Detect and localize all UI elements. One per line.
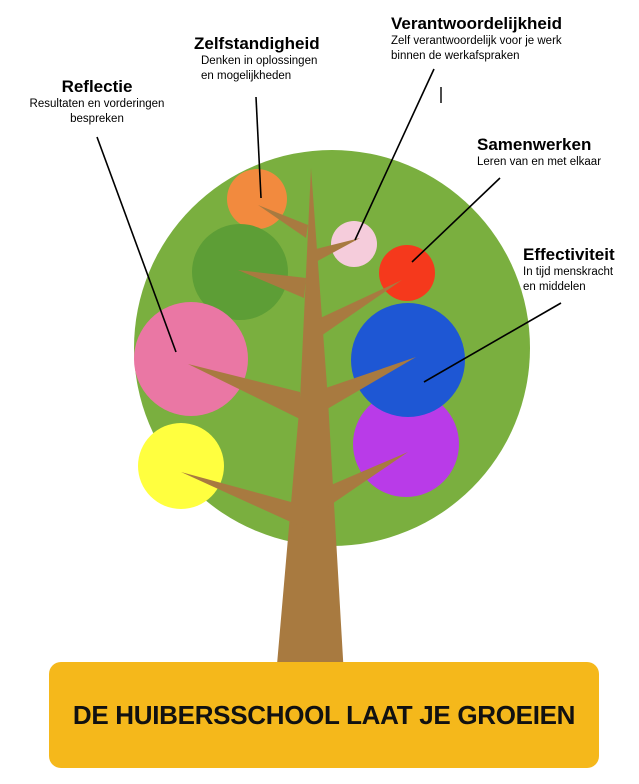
- pointer-lines: [96, 68, 562, 383]
- verantwoordelijkheid-title: Verantwoordelijkheid: [391, 14, 562, 33]
- banner: DE HUIBERSSCHOOL LAAT JE GROEIEN: [49, 662, 599, 768]
- label-zelfstandigheid: Zelfstandigheid Denken in oplossingen en…: [194, 34, 354, 84]
- branch-left-yellow: [181, 472, 304, 528]
- label-verantwoordelijkheid: Verantwoordelijkheid Zelf verantwoordeli…: [391, 14, 631, 64]
- circle-verantwoordelijkheid: [331, 221, 377, 267]
- branch-right-mid: [316, 280, 402, 338]
- tree-trunk: [276, 168, 344, 676]
- verantwoordelijkheid-desc-line2: binnen de werkafspraken: [391, 50, 520, 62]
- pointer-samenwerken: [411, 177, 501, 263]
- zelfstandigheid-title: Zelfstandigheid: [194, 34, 320, 53]
- label-samenwerken: Samenwerken Leren van en met elkaar: [477, 135, 632, 170]
- pointer-zelfstandigheid: [255, 96, 262, 199]
- samenwerken-desc-line1: Leren van en met elkaar: [477, 156, 602, 168]
- reflectie-desc-line2: bespreken: [70, 113, 124, 125]
- circle-leaf-dark: [192, 224, 288, 320]
- pointer-reflectie: [96, 136, 177, 353]
- samenwerken-title: Samenwerken: [477, 135, 592, 154]
- zelfstandigheid-desc-line2: en mogelijkheden: [201, 70, 292, 82]
- circle-reflectie: [134, 302, 248, 416]
- branch-right-low: [324, 452, 408, 508]
- circle-yellow: [138, 423, 224, 509]
- reflectie-title: Reflectie: [61, 77, 133, 96]
- verantwoordelijkheid-desc-line1: Zelf verantwoordelijk voor je werk: [391, 35, 562, 47]
- tree-branches: [181, 205, 416, 528]
- zelfstandigheid-desc-line1: Denken in oplossingen: [201, 55, 318, 67]
- reflectie-desc-line1: Resultaten en vorderingen: [29, 98, 165, 110]
- banner-text: DE HUIBERSSCHOOL LAAT JE GROEIEN: [72, 699, 576, 730]
- circle-samenwerken: [379, 245, 435, 301]
- label-reflectie: Reflectie Resultaten en vorderingen besp…: [12, 77, 182, 127]
- label-effectiviteit: Effectiviteit In tijd menskracht en midd…: [523, 245, 635, 295]
- pointer-verantwoordelijkheid: [354, 68, 435, 241]
- pointer-effectiviteit: [423, 302, 562, 383]
- branch-left-reflectie: [188, 364, 302, 420]
- branch-right-top: [312, 238, 360, 264]
- effectiviteit-desc-line2: en middelen: [523, 281, 586, 293]
- branch-left-top: [258, 205, 308, 238]
- branch-left-mid: [238, 270, 306, 298]
- effectiviteit-title: Effectiviteit: [523, 245, 615, 264]
- branch-right-blue: [320, 357, 416, 412]
- effectiviteit-desc-line1: In tijd menskracht: [523, 266, 614, 278]
- circle-zelfstandigheid: [227, 169, 287, 229]
